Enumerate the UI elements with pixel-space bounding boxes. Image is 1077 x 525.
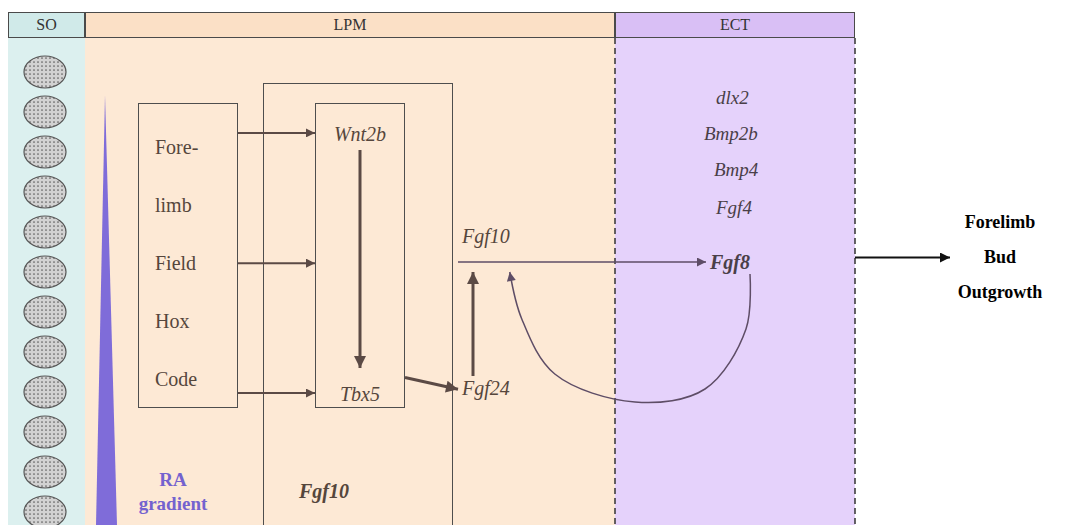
gene-name: Bmp4 xyxy=(714,158,758,182)
outcome-text: Forelimb Bud Outgrowth xyxy=(950,205,1050,310)
region-header: LPM xyxy=(85,12,615,38)
process-box: Fgf10 Wnt2bTbx5 xyxy=(263,83,453,525)
somite xyxy=(24,56,66,88)
somite xyxy=(24,176,66,208)
somite xyxy=(24,336,66,368)
somite xyxy=(24,416,66,448)
gene-name: Tbx5 xyxy=(316,382,404,406)
tissue-boundary xyxy=(854,38,856,525)
somite xyxy=(24,456,66,488)
gene-node: Fgf10 xyxy=(458,224,514,272)
gene-name: Fgf4 xyxy=(716,196,752,220)
gene-name: Bmp2b xyxy=(704,122,758,146)
region-header: SO xyxy=(8,12,85,38)
label-slot: RA gradient xyxy=(132,468,214,516)
connector-arrow xyxy=(238,392,315,394)
region-header: ECT xyxy=(615,12,855,38)
somite xyxy=(24,496,66,525)
tissue-band: LPMFore- limb Field Hox CodeFgf10Wnt2bTb… xyxy=(85,12,615,525)
connector-arrow xyxy=(472,272,475,376)
gene-node: Fgf8 xyxy=(706,250,754,274)
connector-arrow xyxy=(238,262,315,264)
gene-node: Fgf24 xyxy=(458,376,514,400)
gradient-label: RA gradient xyxy=(132,468,214,516)
process-box: Fore- limb Field Hox Code xyxy=(138,103,238,408)
somite xyxy=(24,96,66,128)
tissue-band: ECT dlx2Bmp2bBmp4Fgf4Fgf8 xyxy=(615,12,855,525)
outcome-node: Forelimb Bud Outgrowth xyxy=(950,205,1050,310)
somite xyxy=(24,296,66,328)
box-label: Fore- limb Field Hox Code xyxy=(155,118,215,408)
connector-arrow xyxy=(458,261,706,263)
tissue-boundary xyxy=(614,38,616,525)
gene-node: Bmp2b xyxy=(700,122,762,146)
gene-name: Fgf10 xyxy=(462,224,510,248)
somite xyxy=(24,136,66,168)
gene-name: Wnt2b xyxy=(316,122,404,146)
gene-name: Fgf8 xyxy=(710,250,750,274)
gene-name: Fgf24 xyxy=(462,376,510,400)
somite xyxy=(24,256,66,288)
gene-node: dlx2 xyxy=(712,86,753,110)
somite xyxy=(24,376,66,408)
connector-arrow xyxy=(855,257,950,259)
gene-node: Fgf4 xyxy=(712,196,756,220)
gene-name: Fgf10 xyxy=(299,479,349,503)
gene-node: Bmp4 xyxy=(710,158,762,182)
gene-name: dlx2 xyxy=(716,86,749,110)
induction-arrow xyxy=(359,150,362,368)
somite xyxy=(24,216,66,248)
connector-arrow xyxy=(238,132,315,134)
